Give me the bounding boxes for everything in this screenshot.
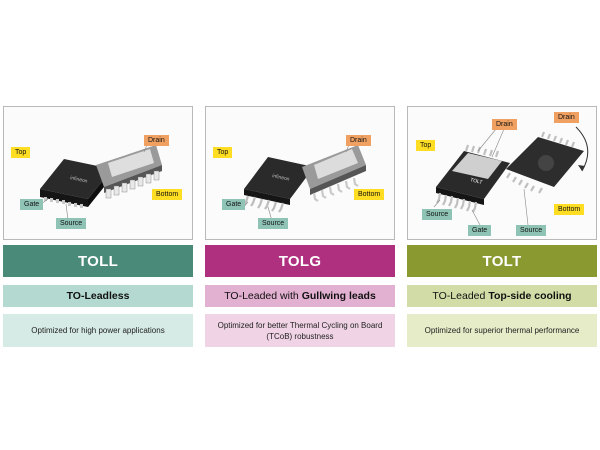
- toll-bottom-pads: [105, 170, 160, 199]
- package-photo-tolt: TOLT Top Drain Drain Bottom Source Gate: [407, 106, 597, 240]
- tolg-subtitle-plain: TO-Leaded with: [224, 290, 299, 302]
- tolt-gate-label: Gate: [468, 225, 492, 236]
- package-description-toll: Optimized for high power applications: [3, 314, 193, 347]
- toll-bottom-label: Bottom: [152, 189, 183, 200]
- tolg-top-label: Top: [213, 147, 233, 158]
- tolg-top-chip-face: [244, 157, 314, 199]
- package-name-tolt: TOLT: [407, 245, 597, 277]
- tolg-gate-label: Gate: [222, 199, 246, 210]
- package-name-toll: TOLL: [3, 245, 193, 277]
- tolt-chip-marking: TOLT: [470, 177, 483, 186]
- toll-subtitle-text: TO-Leadless: [66, 290, 130, 302]
- toll-top-pads: [44, 197, 83, 208]
- toll-chip-logo: infineon: [70, 175, 89, 185]
- package-description-tolt: Optimized for superior thermal performan…: [407, 314, 597, 347]
- tolt-bottom-label: Bottom: [554, 204, 585, 215]
- tolg-drain-label: Drain: [346, 135, 371, 146]
- package-column-tolg: infineon Top Drain Bottom Gate Source TO…: [205, 106, 395, 347]
- tolt-top-leads: [436, 192, 478, 213]
- tolg-top-gullwing-leads: [243, 195, 285, 213]
- package-column-toll: infineon Top Drain Bottom Gate Source TO…: [3, 106, 193, 347]
- tolt-top-label: Top: [416, 140, 436, 151]
- tolg-subtitle-bold: Gullwing leads: [301, 290, 376, 302]
- tolt-top-drain-plate: [452, 153, 502, 179]
- package-column-tolt: TOLT Top Drain Drain Bottom Source Gate: [407, 106, 597, 347]
- curved-arrow-icon: [575, 126, 589, 172]
- tolg-source-label: Source: [258, 218, 289, 229]
- tolt-subtitle-bold: Top-side cooling: [488, 290, 572, 302]
- package-description-tolg: Optimized for better Thermal Cycling on …: [205, 314, 395, 347]
- toll-drain-label: Drain: [144, 135, 169, 146]
- tolt-subtitle-plain: TO-Leaded: [432, 290, 486, 302]
- toll-gate-label: Gate: [20, 199, 44, 210]
- tolg-bottom-gullwing-leads: [312, 177, 359, 202]
- tolg-chip-logo: infineon: [272, 173, 291, 183]
- tolt-source-label-right: Source: [516, 225, 547, 236]
- tolg-bottom-label: Bottom: [354, 189, 385, 200]
- toll-source-label: Source: [56, 218, 87, 229]
- tolt-drain-label-left: Drain: [492, 119, 517, 130]
- toll-top-chip-side: [40, 189, 88, 207]
- package-photo-tolg: infineon Top Drain Bottom Gate Source: [205, 106, 395, 240]
- toll-illustration: infineon: [36, 139, 162, 221]
- package-subtitle-tolt: TO-Leaded Top-side cooling: [407, 285, 597, 307]
- tolt-bottom-exposed-pad: [538, 155, 554, 171]
- toll-top-chip-face: [40, 159, 112, 199]
- package-photo-toll: infineon Top Drain Bottom Gate Source: [3, 106, 193, 240]
- tolt-source-label-left: Source: [422, 209, 453, 220]
- package-subtitle-toll: TO-Leadless: [3, 285, 193, 307]
- tolt-bottom-leads: [506, 131, 576, 194]
- package-subtitle-tolg: TO-Leaded with Gullwing leads: [205, 285, 395, 307]
- package-name-tolg: TOLG: [205, 245, 395, 277]
- tolt-illustration: TOLT: [433, 126, 589, 226]
- toll-top-label: Top: [11, 147, 31, 158]
- tolt-drain-label-right: Drain: [554, 112, 579, 123]
- tolg-illustration: infineon: [241, 139, 366, 222]
